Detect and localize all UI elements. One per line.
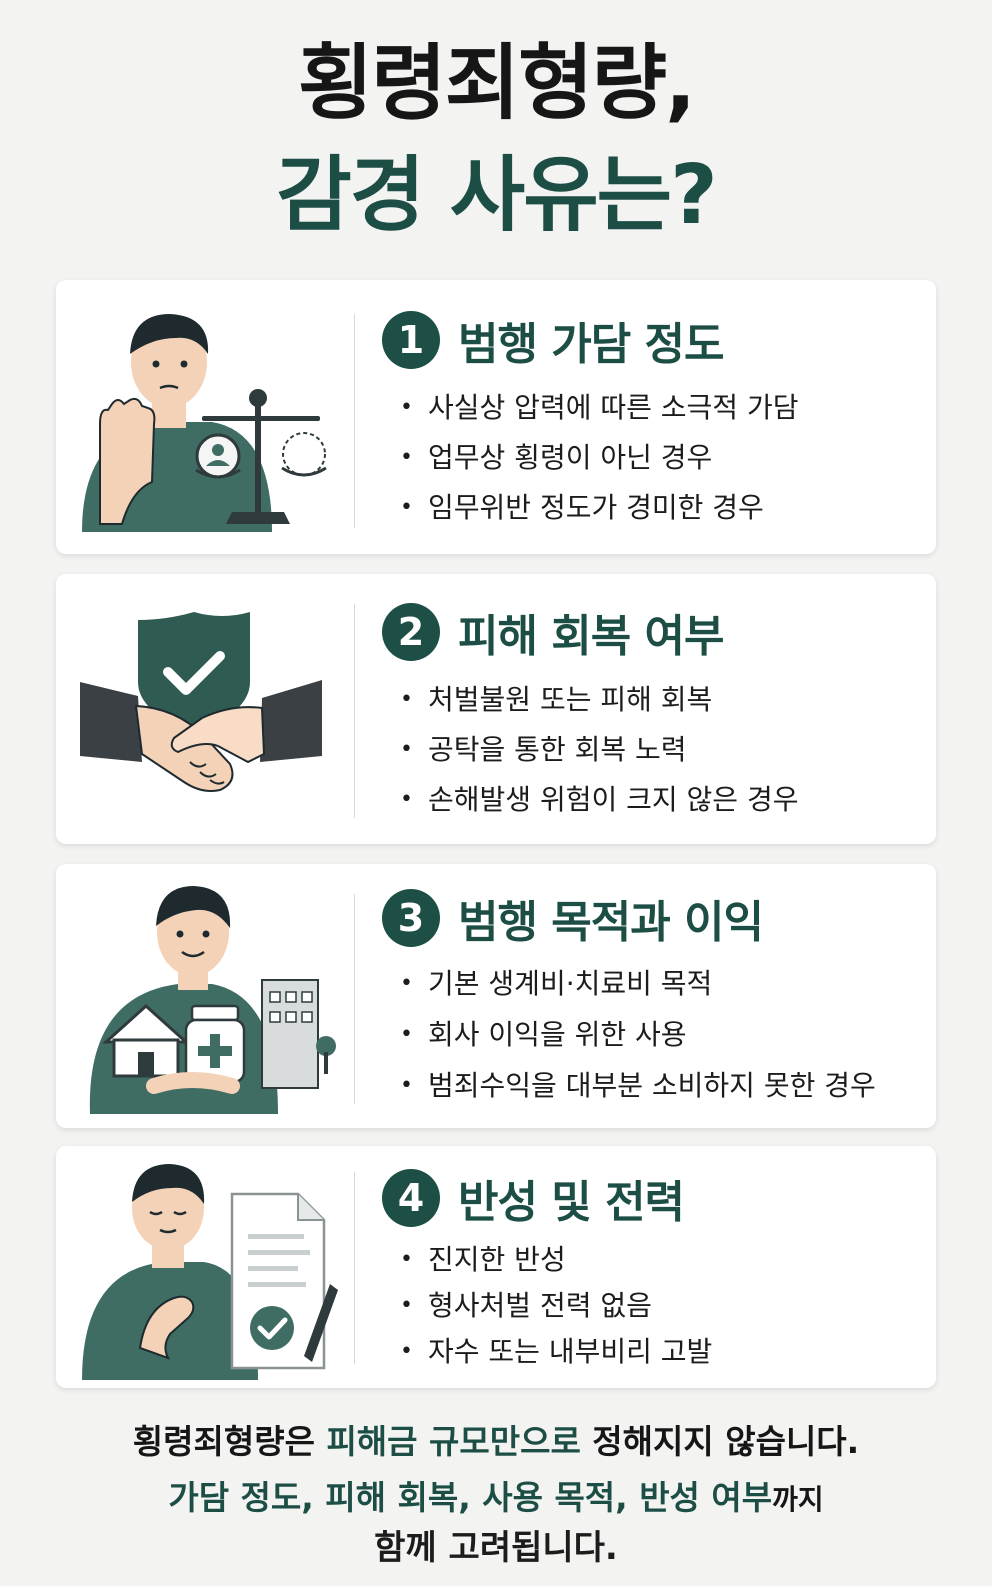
card-participation: 1 범행 가담 정도 사실상 압력에 따른 소극적 가담 업무상 횡령이 아닌 … [56,280,936,554]
list-item: 손해발생 위험이 크지 않은 경우 [400,778,798,828]
footer-line3: 함께 고려됩니다. [374,1528,618,1568]
bullet-list: 사실상 압력에 따른 소극적 가담 업무상 횡령이 아닌 경우 임무위반 정도가… [400,386,798,536]
page-title-line1: 횡령죄형량, [297,36,696,131]
list-item: 업무상 횡령이 아닌 경우 [400,436,798,486]
person-scale-icon [82,314,327,532]
bullet-list: 처벌불원 또는 피해 회복 공탁을 통한 회복 노력 손해발생 위험이 크지 않… [400,678,798,828]
footer-line1: 횡령죄형량은 피해금 규모만으로 정해지지 않습니다. [0,1418,992,1466]
card-recovery: 2 피해 회복 여부 처벌불원 또는 피해 회복 공탁을 통한 회복 노력 손해… [56,574,936,844]
person-document-icon [82,1164,338,1380]
card-divider [354,894,355,1104]
bullet-list: 진지한 반성 형사처벌 전력 없음 자수 또는 내부비리 고발 [400,1238,712,1376]
list-item: 공탁을 통한 회복 노력 [400,728,798,778]
footer-highlight: 가담 정도, 피해 회복, 사용 목적, 반성 여부 [168,1478,773,1517]
card-heading: 1 범행 가담 정도 [382,308,725,372]
card-divider [354,1172,355,1364]
list-item: 자수 또는 내부비리 고발 [400,1330,712,1376]
card-divider [354,604,355,818]
card-title: 반성 및 전력 [458,1177,685,1228]
step-number-badge: 4 [382,1169,440,1227]
card-heading: 3 범행 목적과 이익 [382,886,764,950]
card-purpose: 3 범행 목적과 이익 기본 생계비·치료비 목적 회사 이익을 위한 사용 범… [56,864,936,1128]
bullet-list: 기본 생계비·치료비 목적 회사 이익을 위한 사용 범죄수익을 대부분 소비하… [400,962,876,1115]
list-item: 처벌불원 또는 피해 회복 [400,678,798,728]
step-number-badge: 2 [382,603,440,661]
footer-text: 정해지지 않습니다. [580,1422,860,1461]
list-item: 형사처벌 전력 없음 [400,1284,712,1330]
card-remorse: 4 반성 및 전력 진지한 반성 형사처벌 전력 없음 자수 또는 내부비리 고… [56,1146,936,1388]
person-house-medicine-icon [89,886,336,1114]
card-title: 피해 회복 여부 [458,611,725,662]
list-item: 기본 생계비·치료비 목적 [400,962,876,1013]
step-number-badge: 3 [382,889,440,947]
footer-highlight: 피해금 규모만으로 [326,1422,581,1461]
list-item: 회사 이익을 위한 사용 [400,1013,876,1064]
list-item: 진지한 반성 [400,1238,712,1284]
card-divider [354,314,355,528]
card-heading: 4 반성 및 전력 [382,1166,685,1230]
list-item: 사실상 압력에 따른 소극적 가담 [400,386,798,436]
handshake-shield-icon [80,612,322,792]
list-item: 범죄수익을 대부분 소비하지 못한 경우 [400,1064,876,1115]
footer-line2: 가담 정도, 피해 회복, 사용 목적, 반성 여부까지 [0,1474,992,1524]
footer-text: 횡령죄형량은 [132,1422,327,1461]
footer-text: 까지 [772,1483,824,1516]
card-heading: 2 피해 회복 여부 [382,600,725,664]
page-title-line2: 감경 사유는? [276,148,717,243]
card-title: 범행 가담 정도 [458,319,725,370]
card-title: 범행 목적과 이익 [458,897,764,948]
list-item: 임무위반 정도가 경미한 경우 [400,486,798,536]
step-number-badge: 1 [382,311,440,369]
